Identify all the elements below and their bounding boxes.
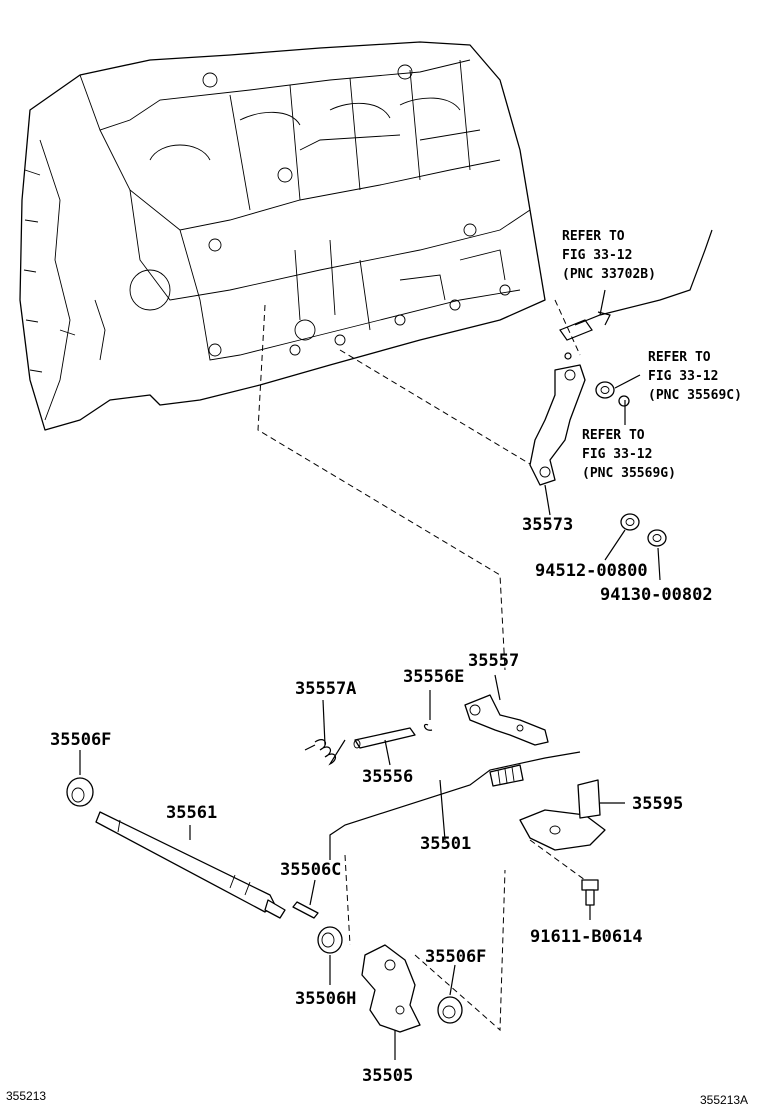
label-35506c: 35506C xyxy=(280,860,341,880)
ref1-line2: FIG 33-12 xyxy=(562,248,632,263)
ref2-line3: (PNC 35569C) xyxy=(648,388,742,403)
seal-35506f-left-drawing xyxy=(66,777,94,807)
label-35501: 35501 xyxy=(420,834,471,854)
label-35556: 35556 xyxy=(362,767,413,787)
ref1-line1: REFER TO xyxy=(562,229,625,244)
label-94130-00802: 94130-00802 xyxy=(600,585,713,605)
label-35506h: 35506H xyxy=(295,989,356,1009)
lever-35573-drawing xyxy=(529,352,586,486)
label-91611-b0614: 91611-B0614 xyxy=(530,927,643,947)
label-35557: 35557 xyxy=(468,651,519,671)
label-35561: 35561 xyxy=(166,803,217,823)
transmission-housing-drawing xyxy=(19,41,546,431)
diagram-code-left: 355213 xyxy=(6,1089,46,1103)
label-35573: 35573 xyxy=(522,515,573,535)
reference-note-33702b: REFER TO FIG 33-12 (PNC 33702B) xyxy=(562,229,656,282)
bushing-35506h-drawing xyxy=(317,926,343,954)
label-35595: 35595 xyxy=(632,794,683,814)
part-labels: 35573 94512-00800 94130-00802 35557 3555… xyxy=(50,515,713,1086)
label-94512-00800: 94512-00800 xyxy=(535,561,648,581)
bolt-91611-drawing xyxy=(581,879,599,906)
ref2-line1: REFER TO xyxy=(648,350,711,365)
label-35505: 35505 xyxy=(362,1066,413,1086)
reference-note-35569g: REFER TO FIG 33-12 (PNC 35569G) xyxy=(582,428,676,481)
label-35506f-left: 35506F xyxy=(50,730,111,750)
ref2-line2: FIG 33-12 xyxy=(648,369,718,384)
ref3-line3: (PNC 35569G) xyxy=(582,466,676,481)
nuts-drawing xyxy=(595,381,667,547)
lever-35505-drawing xyxy=(361,944,421,1033)
pin-35556-drawing xyxy=(353,723,433,749)
label-35557a: 35557A xyxy=(295,679,356,699)
guide-lines xyxy=(257,299,586,1032)
ref3-line2: FIG 33-12 xyxy=(582,447,652,462)
label-35506f-right: 35506F xyxy=(425,947,486,967)
pin-35506c-drawing xyxy=(292,901,319,919)
ref1-line3: (PNC 33702B) xyxy=(562,267,656,282)
lever-35557-drawing xyxy=(464,694,549,746)
bracket-35595-drawing xyxy=(519,779,606,851)
upper-shift-cable xyxy=(559,229,713,341)
diagram-code-right: 355213A xyxy=(700,1093,748,1107)
reference-note-35569c: REFER TO FIG 33-12 (PNC 35569C) xyxy=(648,350,742,403)
seal-35506f-right-drawing xyxy=(437,996,463,1024)
shaft-35561-drawing xyxy=(95,811,286,919)
leader-lines xyxy=(79,289,661,1060)
ref3-line1: REFER TO xyxy=(582,428,645,443)
cable-35501-drawing xyxy=(329,751,581,860)
label-35556e: 35556E xyxy=(403,667,464,687)
